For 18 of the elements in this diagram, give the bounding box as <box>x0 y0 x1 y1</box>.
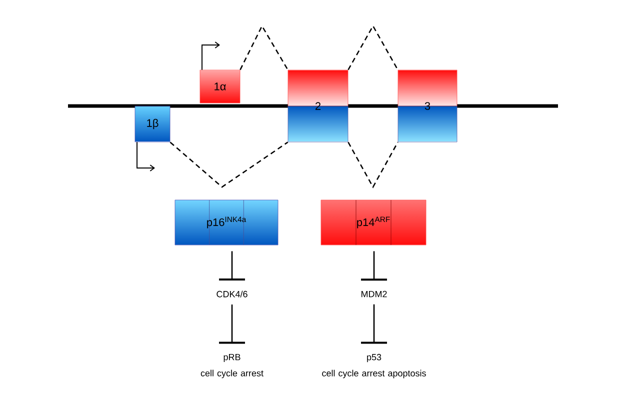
outcome-label: cell cycle arrest apoptosis <box>322 370 426 378</box>
exon-box: 1α <box>200 70 240 104</box>
exon-box: 1β <box>134 106 170 142</box>
splice-line <box>240 24 288 70</box>
inhibition-arrow <box>361 251 387 281</box>
inhibition-arrow <box>219 304 245 344</box>
protein-box: p16$^{INK4a}$ <box>174 200 278 246</box>
inhibition-arrow <box>219 251 245 280</box>
splice-line <box>348 24 398 70</box>
protein-label: pRB <box>224 354 240 362</box>
protein-label: CDK4/6 <box>216 290 248 298</box>
outcome-label: cell cycle arrest <box>200 370 264 378</box>
inhibition-arrow <box>361 304 387 344</box>
protein-label: p53 <box>367 354 382 362</box>
splice-line <box>170 142 288 188</box>
protein-box: p14$^{ARF}$ <box>320 200 426 246</box>
protein-label: MDM2 <box>362 290 387 298</box>
splice-line <box>348 142 398 188</box>
